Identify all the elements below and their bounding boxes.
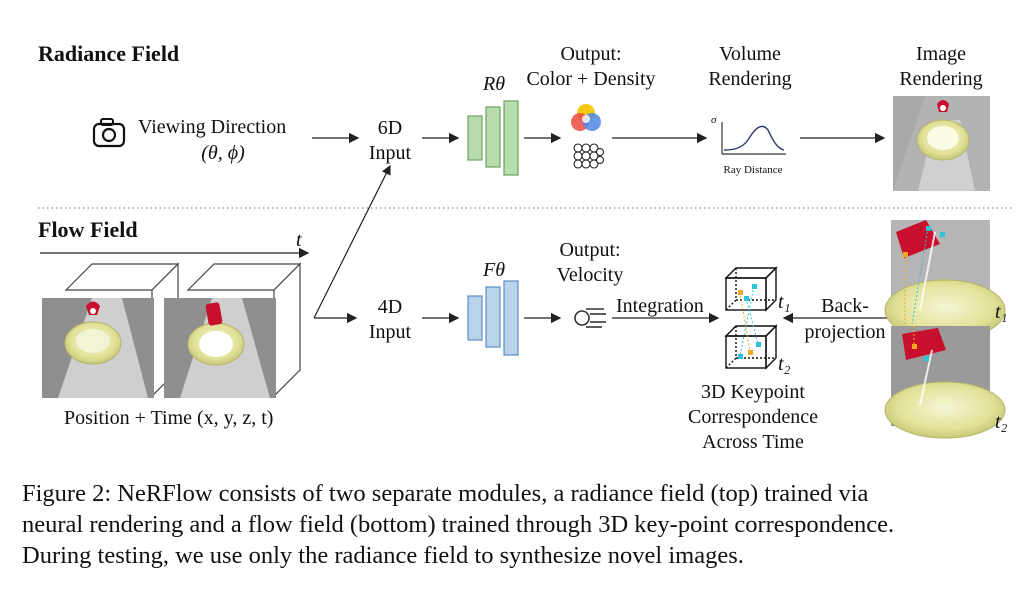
6d-label: 6D — [377, 117, 403, 139]
cube-t1-label: t₁ — [778, 291, 791, 313]
6d-input-label: Input — [368, 142, 412, 164]
volume-label: Volume — [719, 43, 781, 65]
density-plot — [721, 122, 786, 155]
rendered-image — [893, 96, 990, 191]
camera-icon — [92, 118, 126, 148]
radiance-output-label: Output: — [560, 43, 622, 65]
viewing-angles-label: (θ, ϕ) — [201, 142, 245, 164]
radiance-network-label: Rθ — [483, 73, 506, 95]
figure-caption: Figure 2: NeRFlow consists of two separa… — [22, 478, 1022, 571]
viewing-direction-label: Viewing Direction — [138, 116, 287, 138]
position-time-label: Position + Time (x, y, z, t) — [64, 407, 274, 429]
radiance-field-title: Radiance Field — [38, 41, 180, 66]
caption-line-3: During testing, we use only the radiance… — [22, 542, 744, 569]
image-label: Image — [916, 43, 966, 65]
frame-image-1 — [42, 298, 154, 398]
keypoint-label-2: Correspondence — [688, 406, 818, 428]
velocity-icon — [574, 308, 606, 328]
keypoint-label-3: Across Time — [702, 431, 804, 453]
4d-input-label: Input — [368, 321, 412, 343]
keypoint-label-1: 3D Keypoint — [701, 381, 805, 403]
keypoint-cubes — [724, 266, 778, 370]
observation-image-t1 — [884, 220, 1006, 341]
ray-distance-label: Ray Distance — [723, 164, 783, 176]
velocity-label: Velocity — [556, 264, 624, 286]
projection-label: projection — [804, 321, 886, 343]
time-axis-label: t — [296, 229, 302, 251]
keypoint-markers — [738, 284, 761, 359]
sigma-label: σ — [711, 114, 717, 126]
cube-t2-label: t₂ — [778, 353, 791, 375]
image-t1-label: t₁ — [995, 301, 1008, 323]
flow-network — [467, 280, 519, 356]
density-icon — [573, 143, 605, 169]
frame-image-2 — [164, 298, 276, 398]
4d-label: 4D — [377, 296, 403, 318]
nerflow-diagram — [38, 96, 1012, 439]
color-icon — [571, 104, 601, 131]
arrow-to-6d — [313, 164, 391, 319]
color-density-label: Color + Density — [526, 68, 656, 90]
volume-rendering-label: Rendering — [708, 68, 792, 90]
image-rendering-label: Rendering — [899, 68, 983, 90]
radiance-network — [467, 100, 519, 176]
caption-line-2: neural rendering and a flow field (botto… — [22, 511, 895, 538]
image-t2-label: t₂ — [995, 411, 1008, 433]
flow-output-label: Output: — [559, 239, 621, 261]
observation-image-t2 — [884, 326, 1006, 439]
caption-line-1: Figure 2: NeRFlow consists of two separa… — [22, 480, 869, 507]
back-label: Back- — [821, 295, 869, 317]
integration-label: Integration — [616, 295, 704, 317]
flow-network-label: Fθ — [483, 259, 506, 281]
flow-field-title: Flow Field — [38, 217, 138, 242]
